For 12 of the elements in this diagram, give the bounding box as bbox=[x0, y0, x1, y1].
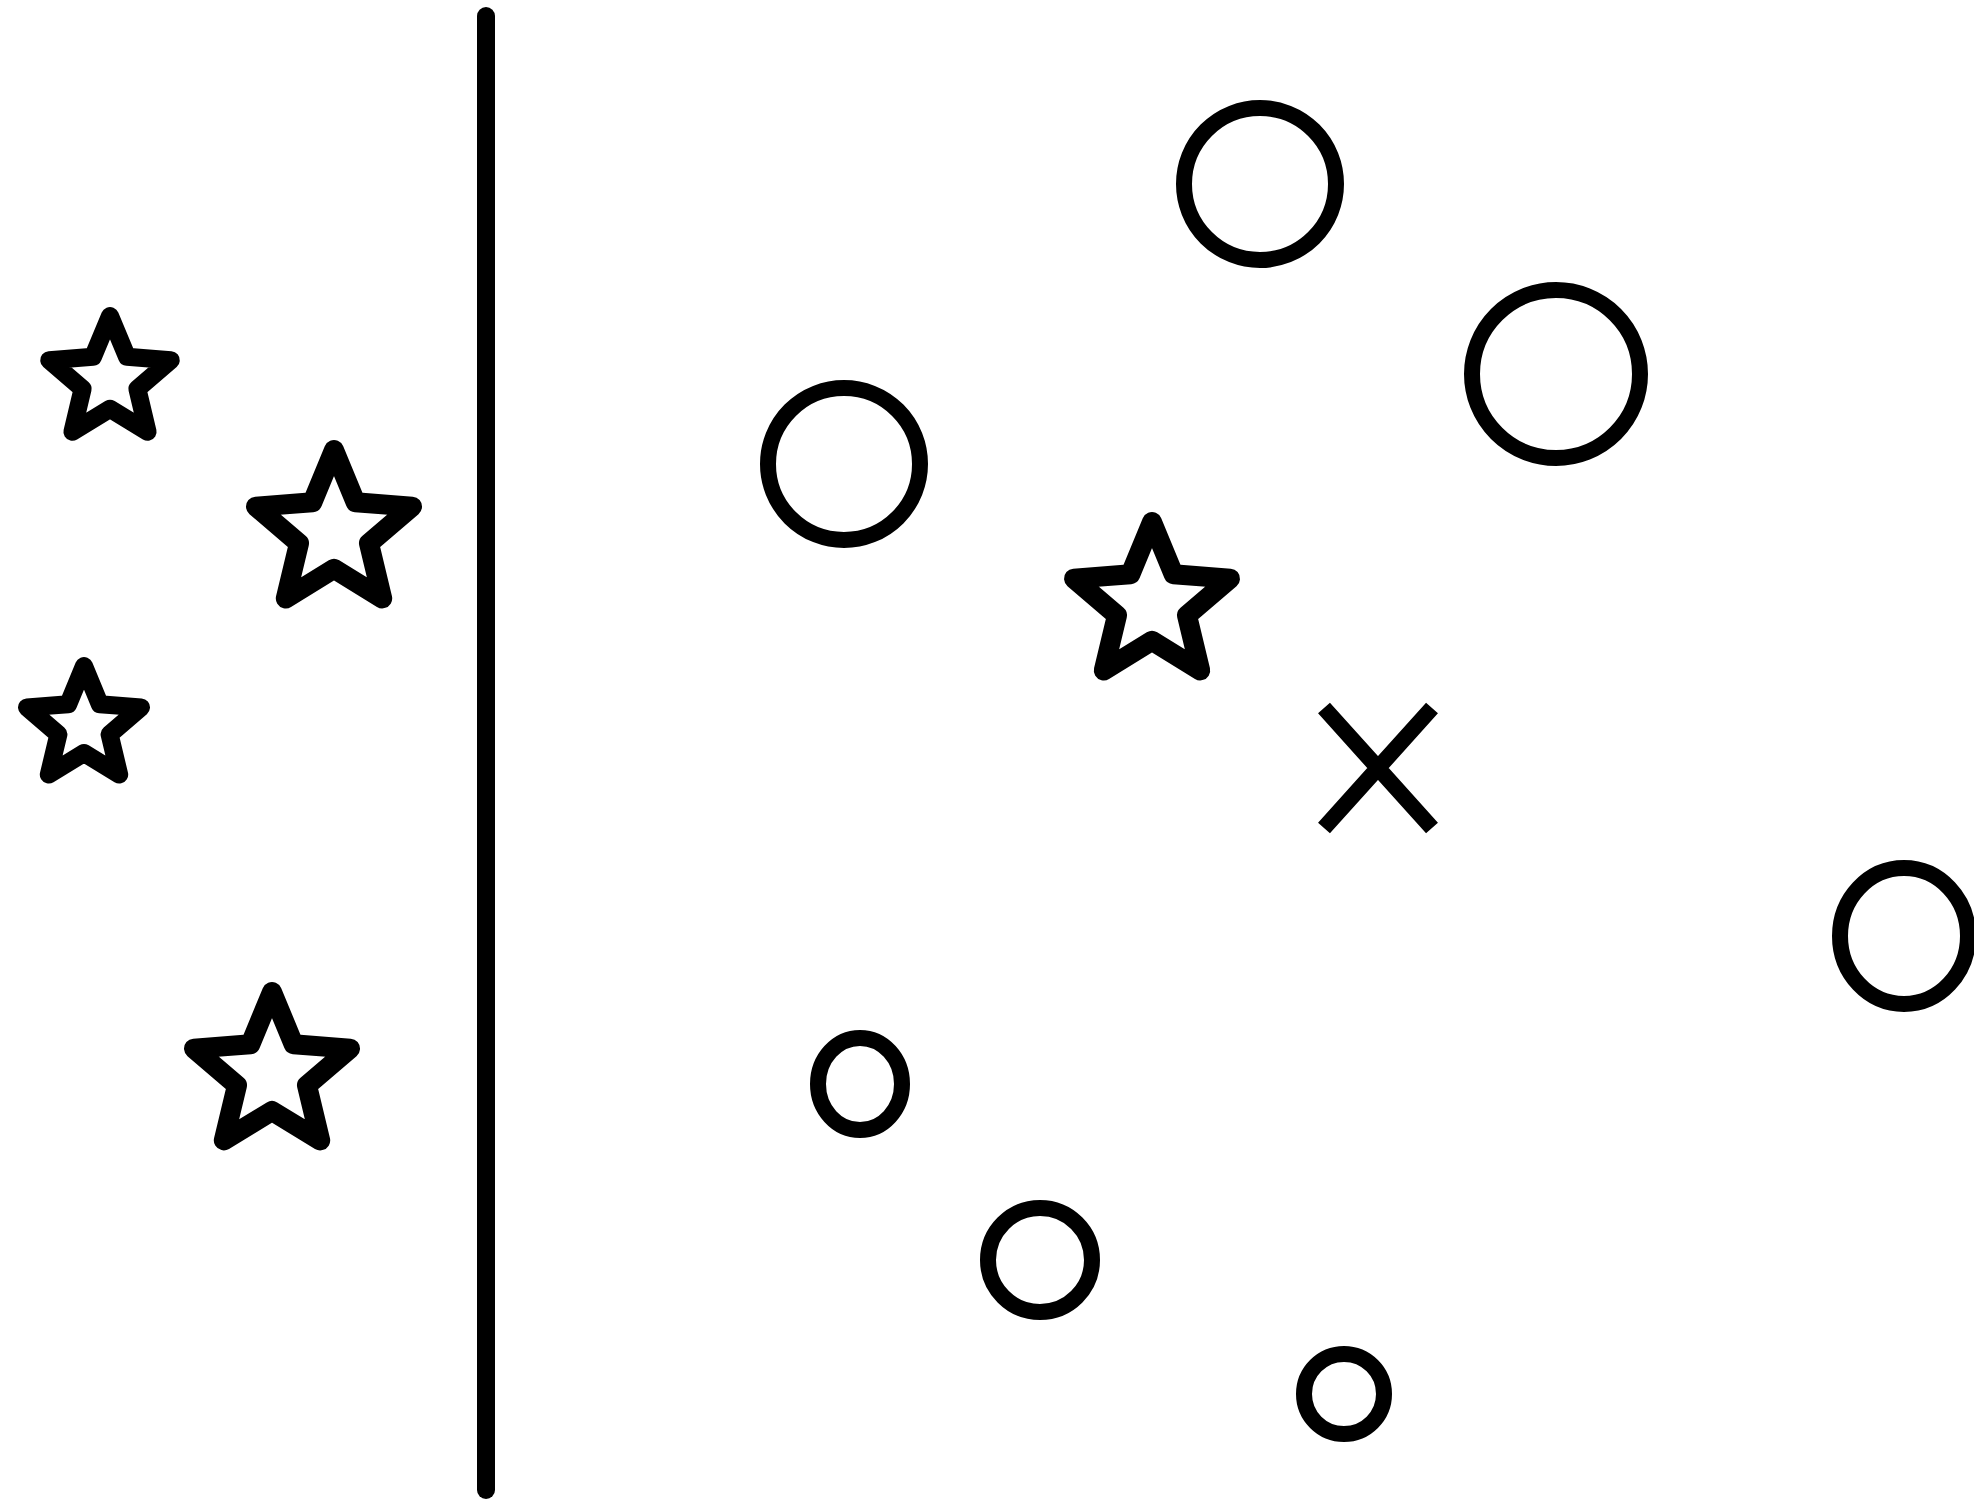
circle-marker bbox=[1464, 282, 1648, 466]
circle-marker bbox=[810, 1030, 910, 1138]
circle-marker bbox=[760, 380, 928, 548]
star-marker bbox=[246, 440, 422, 609]
star-marker bbox=[184, 982, 360, 1151]
star-marker bbox=[40, 307, 180, 441]
star-marker bbox=[18, 657, 150, 784]
star-marker bbox=[1064, 512, 1240, 681]
circle-marker bbox=[1296, 1346, 1392, 1442]
circle-marker bbox=[1176, 100, 1344, 268]
circle-marker bbox=[980, 1200, 1100, 1320]
cross-marker bbox=[1316, 700, 1440, 836]
